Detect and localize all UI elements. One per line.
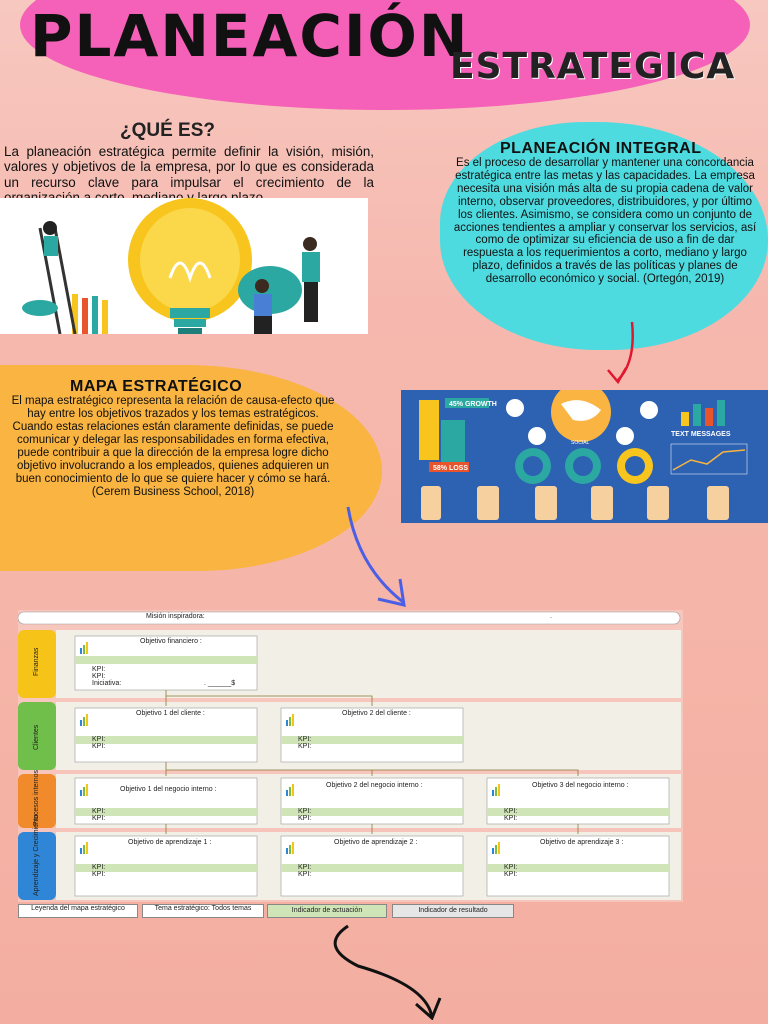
bar-icon (289, 787, 291, 796)
kpi-label: KPI: (92, 808, 106, 815)
kpi-label: KPI: (298, 808, 312, 815)
bar-icon (86, 642, 88, 654)
objective-client-2: Objetivo 2 del cliente : (342, 710, 411, 717)
objective-internal-2: Objetivo 2 del negocio interno : (326, 782, 423, 789)
bar-icon (83, 845, 85, 854)
integral-heading: PLANEACIÓN INTEGRAL (500, 140, 702, 157)
strategy-map-table: Misión inspiradora: . Finanzas Clientes … (18, 610, 683, 902)
bar-icon (286, 720, 288, 726)
objective-internal-1: Objetivo 1 del negocio interno : (120, 786, 217, 793)
kpi-label: KPI: (298, 743, 312, 750)
kpi-label: KPI: (92, 673, 106, 680)
bar-icon (83, 787, 85, 796)
growth-label: 45% GROWTH (449, 401, 497, 408)
page-subtitle: ESTRATEGICA (450, 46, 736, 87)
social-media-graphic: 45% GROWTH 58% LOSS SOCIAL TEXT MESSAGES (401, 390, 768, 523)
legend-actuacion: Indicador de actuación (267, 904, 387, 918)
bar-icon (286, 848, 288, 854)
iniciativa-label: Iniciativa: (92, 680, 122, 687)
bar-icon (86, 842, 88, 854)
integral-text: Es el proceso de desarrollar y mantener … (453, 157, 757, 286)
social-label: SOCIAL (571, 440, 590, 446)
blue-arrow-icon (346, 506, 406, 607)
page-title: PLANEACIÓN (30, 2, 470, 70)
objective-learning-3: Objetivo de aprendizaje 3 : (540, 839, 624, 846)
bar-icon (492, 848, 494, 854)
bar-icon (289, 717, 291, 726)
bar-icon (86, 714, 88, 726)
iniciativa-tail: . ______$ (204, 680, 236, 687)
row-label-aprendizaje: Aprendizaje y Crecimiento (33, 814, 40, 896)
bar-icon (292, 842, 294, 854)
bar-icon (80, 848, 82, 854)
kpi-label: KPI: (92, 815, 106, 822)
legend-leyenda: Leyenda del mapa estratégico (18, 904, 138, 918)
bar-icon (80, 790, 82, 796)
legend-tema: Tema estratégico: Todos temas (142, 904, 264, 918)
objective-internal-3: Objetivo 3 del negocio interno : (532, 782, 629, 789)
bar-icon (498, 784, 500, 796)
integral-blob (440, 122, 768, 350)
objective-financial: Objetivo financiero : (140, 638, 202, 645)
kpi-label: KPI: (92, 864, 106, 871)
bar-icon (83, 645, 85, 654)
objective-client-1: Objetivo 1 del cliente : (136, 710, 205, 717)
mapa-blob (0, 365, 382, 571)
que-es-text: La planeación estratégica permite defini… (4, 144, 374, 206)
red-arrow-icon (607, 321, 634, 385)
kpi-label: KPI: (298, 864, 312, 871)
bar-icon (289, 845, 291, 854)
mapa-text: El mapa estratégico representa la relaci… (11, 395, 335, 498)
kpi-label: KPI: (298, 815, 312, 822)
kpi-label: KPI: (298, 871, 312, 878)
bar-icon (80, 720, 82, 726)
bar-icon (80, 648, 82, 654)
black-arrow-icon (333, 924, 442, 1020)
lightbulb-illustration (0, 198, 368, 334)
kpi-label: KPI: (298, 736, 312, 743)
legend-resultado: Indicador de resultado (392, 904, 514, 918)
kpi-label: KPI: (92, 871, 106, 878)
bar-icon (83, 717, 85, 726)
kpi-label: KPI: (504, 871, 518, 878)
kpi-label: KPI: (92, 666, 106, 673)
objective-learning-2: Objetivo de aprendizaje 2 : (334, 839, 418, 846)
bar-icon (498, 842, 500, 854)
bar-icon (292, 784, 294, 796)
row-label-finanzas: Finanzas (33, 647, 40, 676)
loss-label: 58% LOSS (433, 465, 468, 472)
que-es-heading: ¿QUÉ ES? (120, 120, 216, 141)
bar-icon (495, 787, 497, 796)
kpi-label: KPI: (504, 864, 518, 871)
mision-label: Misión inspiradora: (146, 613, 205, 620)
bar-icon (286, 790, 288, 796)
bar-icon (492, 790, 494, 796)
kpi-label: KPI: (92, 743, 106, 750)
kpi-label: KPI: (504, 815, 518, 822)
mision-dot: . (550, 613, 552, 620)
bar-icon (495, 845, 497, 854)
kpi-label: KPI: (92, 736, 106, 743)
text-messages-label: TEXT MESSAGES (671, 431, 731, 438)
objective-learning-1: Objetivo de aprendizaje 1 : (128, 839, 212, 846)
row-label-clientes: Clientes (33, 724, 40, 750)
bar-icon (292, 714, 294, 726)
bar-icon (86, 784, 88, 796)
kpi-label: KPI: (504, 808, 518, 815)
mapa-heading: MAPA ESTRATÉGICO (70, 378, 243, 395)
strategy-map-svg (18, 610, 683, 902)
